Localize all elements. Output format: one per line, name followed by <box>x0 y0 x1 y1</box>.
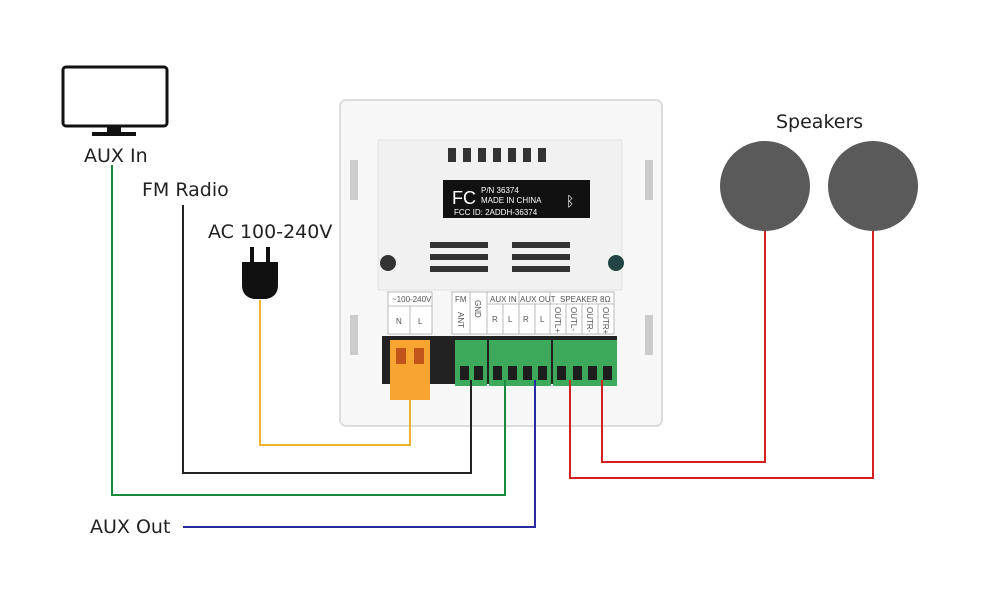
monitor-icon <box>61 65 169 136</box>
aux-in-wire <box>111 165 506 496</box>
svg-text:MADE IN CHINA: MADE IN CHINA <box>481 196 542 205</box>
svg-text:FCC ID: 2ADDH-36374: FCC ID: 2ADDH-36374 <box>454 208 538 217</box>
wall-amplifier-device: FC P/N 36374 MADE IN CHINA FCC ID: 2ADDH… <box>339 99 663 427</box>
svg-text:OUTR-: OUTR- <box>585 307 594 333</box>
svg-text:OUTL-: OUTL- <box>569 307 578 331</box>
svg-text:GND: GND <box>473 300 482 318</box>
svg-text:OUTR+: OUTR+ <box>601 307 610 335</box>
power-terminal[interactable] <box>390 340 430 400</box>
fm-radio-label: FM Radio <box>142 179 229 201</box>
terminal-screws <box>460 366 612 380</box>
ac-power-wire <box>259 300 411 446</box>
svg-text:R: R <box>492 315 498 324</box>
svg-text:FC: FC <box>452 188 476 208</box>
svg-text:OUTL+: OUTL+ <box>553 307 562 333</box>
speakers-label: Speakers <box>776 111 863 133</box>
svg-text:N: N <box>396 317 402 326</box>
mount-hole-right <box>608 255 624 271</box>
power-header: ~100-240V <box>392 295 432 304</box>
mount-hole-left <box>380 255 396 271</box>
svg-text:R: R <box>523 315 529 324</box>
fm-radio-wire <box>182 205 472 474</box>
svg-text:FM: FM <box>455 295 467 304</box>
product-label: FC P/N 36374 MADE IN CHINA FCC ID: 2ADDH… <box>443 180 590 218</box>
svg-text:SPEAKER 8Ω: SPEAKER 8Ω <box>560 295 610 304</box>
bluetooth-icon: ᛒ <box>566 194 574 210</box>
svg-text:L: L <box>508 315 513 324</box>
svg-text:P/N 36374: P/N 36374 <box>481 186 519 195</box>
terminal-label-panel <box>387 291 615 335</box>
aux-out-label: AUX Out <box>90 516 170 538</box>
speaker-left <box>720 141 810 231</box>
svg-text:L: L <box>418 317 423 326</box>
power-plug-icon <box>242 247 278 299</box>
speaker-right <box>828 141 918 231</box>
svg-text:AUX IN: AUX IN <box>490 295 517 304</box>
aux-out-wire <box>183 380 536 528</box>
svg-text:AUX OUT: AUX OUT <box>520 295 556 304</box>
speaker-right-wire <box>569 231 874 479</box>
aux-in-label: AUX In <box>84 145 148 167</box>
svg-text:L: L <box>540 315 545 324</box>
vent-slots <box>430 148 570 272</box>
ac-power-label: AC 100-240V <box>208 221 332 243</box>
speaker-left-wire <box>601 231 766 463</box>
svg-text:ANT: ANT <box>456 312 465 328</box>
